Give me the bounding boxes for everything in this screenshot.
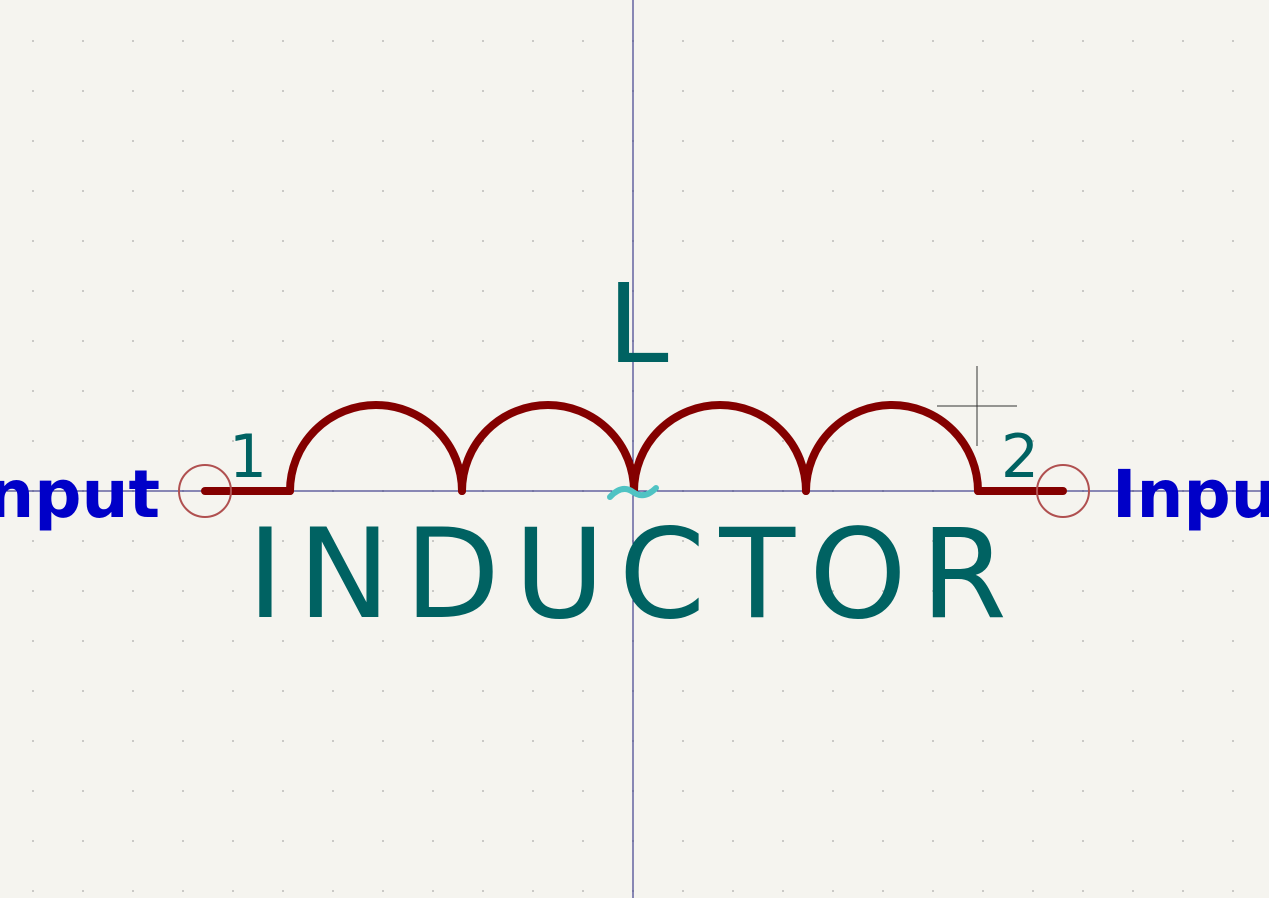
inductor-coil-4[interactable] xyxy=(802,401,982,495)
pin-2[interactable]: 2 Input xyxy=(974,422,1269,533)
inductor-body[interactable] xyxy=(286,401,982,495)
pin-1-name: Input xyxy=(0,456,160,533)
pin-1[interactable]: 1 Input xyxy=(0,422,294,533)
pin-2-number: 2 xyxy=(1001,422,1039,492)
inductor-coil-1[interactable] xyxy=(286,401,466,495)
reference-field[interactable]: L xyxy=(607,260,668,388)
pin-1-number: 1 xyxy=(229,422,267,492)
crosshair-cursor-icon xyxy=(937,366,1017,446)
pin-end-circle-icon xyxy=(178,464,232,518)
inductor-coil-2[interactable] xyxy=(458,401,638,495)
inductor-coil-3[interactable] xyxy=(630,401,810,495)
pin-2-name: Input xyxy=(1112,456,1269,533)
pin-end-circle-icon xyxy=(1036,464,1090,518)
anchor-tilde-icon xyxy=(607,485,659,500)
value-field[interactable]: INDUCTOR xyxy=(247,503,1021,647)
